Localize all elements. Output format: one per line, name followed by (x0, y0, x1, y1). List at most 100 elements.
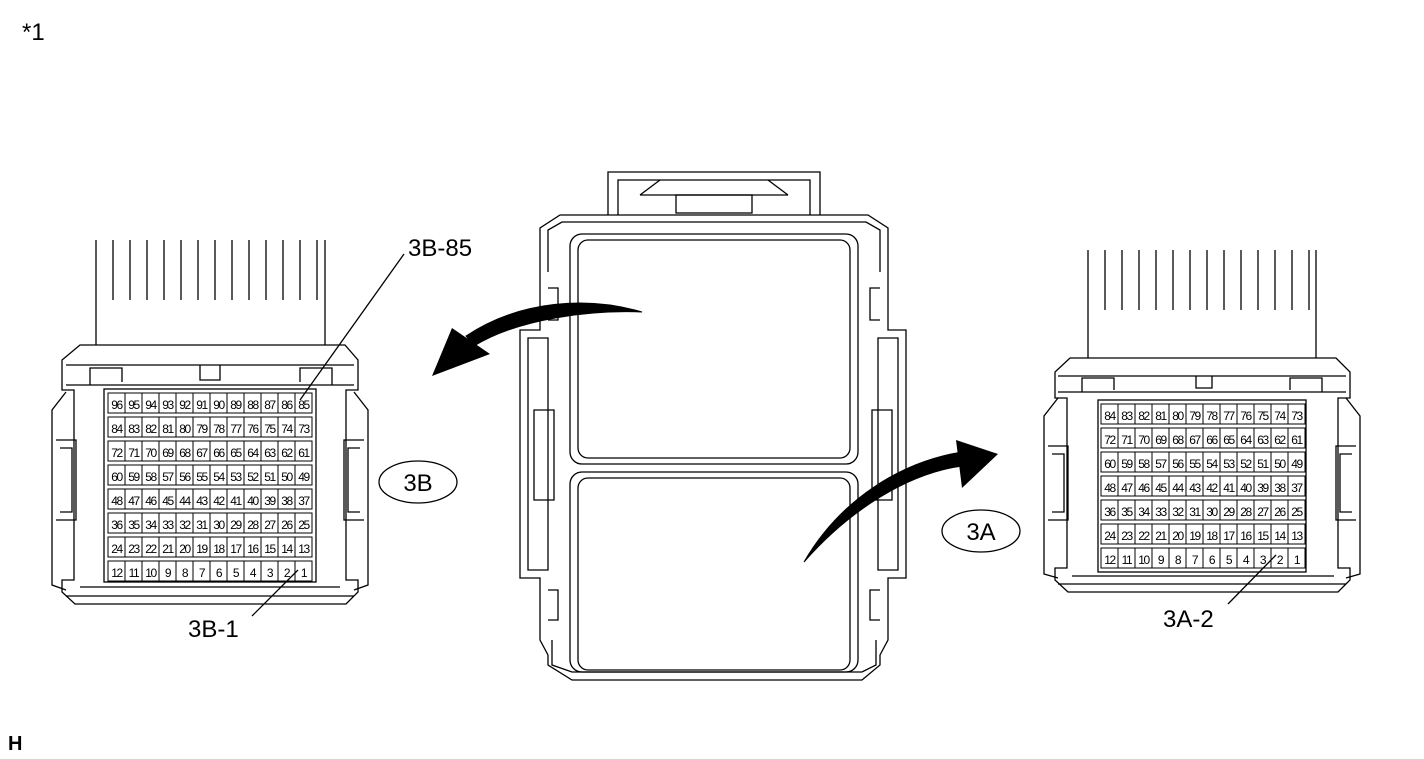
label-3b-1: 3B-1 (188, 616, 239, 643)
connector-3a-pin-cell (1287, 523, 1306, 545)
connector-3a-pin-number: 56 (1172, 457, 1184, 471)
connector-3b-pin-number: 52 (247, 470, 259, 484)
connector-3a-pin-number: 62 (1274, 433, 1286, 447)
connector-3a-pin-cell (1287, 547, 1306, 569)
connector-3a-pin-number: 25 (1291, 505, 1303, 519)
connector-3a-pin-number: 50 (1274, 457, 1286, 471)
connector-3a-pin-number: 22 (1138, 529, 1150, 543)
connector-3a-pin-number: 55 (1189, 457, 1201, 471)
connector-3a-pin-number: 58 (1138, 457, 1150, 471)
connector-3a-pin-number: 16 (1240, 529, 1252, 543)
connector-3a-pin-number: 38 (1274, 481, 1286, 495)
connector-3b-pin-number: 69 (162, 446, 174, 460)
connector-3a-pin-number: 26 (1274, 505, 1286, 519)
connector-3b-pin-number: 95 (128, 398, 140, 412)
connector-3b-ellipse (378, 460, 458, 504)
leader-3a-2 (1227, 554, 1277, 605)
connector-3a-wires (1087, 250, 1317, 358)
connector-3a-pin-number: 71 (1121, 433, 1133, 447)
connector-3b-pin-number: 64 (247, 446, 259, 460)
connector-3a-pin-number: 74 (1274, 409, 1286, 423)
connector-3b-pin-number: 53 (230, 470, 242, 484)
connector-3b-pin-number: 15 (264, 542, 276, 556)
connector-3a-pin-number: 8 (1175, 553, 1182, 567)
connector-3a-pin-number: 54 (1206, 457, 1218, 471)
connector-3b-pin-cell (294, 488, 313, 510)
connector-3a-pin-number: 24 (1104, 529, 1116, 543)
connector-3a-pin-number: 37 (1291, 481, 1303, 495)
connector-3a-pin-number: 61 (1291, 433, 1303, 447)
connector-3b-pin-number: 77 (230, 422, 242, 436)
connector-3b-pin-number: 34 (145, 518, 157, 532)
connector-3a-pin-number: 44 (1172, 481, 1184, 495)
connector-3a-pin-number: 45 (1155, 481, 1167, 495)
connector-3b-pin-number: 84 (111, 422, 123, 436)
connector-3b-pin-number: 2 (284, 566, 291, 580)
connector-3b-pin-number: 51 (264, 470, 276, 484)
connector-3a-pin-number: 48 (1104, 481, 1116, 495)
connector-3b-pin-cell (294, 512, 313, 534)
connector-3a-pin-number: 57 (1155, 457, 1167, 471)
connector-3a-pin-number: 70 (1138, 433, 1150, 447)
connector-3b-pin-number: 31 (196, 518, 208, 532)
connector-3a-pin-number: 2 (1277, 553, 1284, 567)
connector-3b-pin-number: 92 (179, 398, 191, 412)
label-3b-85: 3B-85 (408, 235, 472, 262)
leader-3b-85 (299, 253, 405, 401)
connector-3b-pin-number: 83 (128, 422, 140, 436)
connector-3a-pin-number: 23 (1121, 529, 1133, 543)
connector-3b-pin-number: 30 (213, 518, 225, 532)
connector-3a-pin-number: 49 (1291, 457, 1303, 471)
connector-3a-pin-number: 47 (1121, 481, 1133, 495)
connector-3b-pin-number: 47 (128, 494, 140, 508)
connector-3a-label: 3A (966, 519, 995, 546)
connector-3b-pin-number: 66 (213, 446, 225, 460)
connector-3b-pin-number: 67 (196, 446, 208, 460)
connector-3a-pin-number: 60 (1104, 457, 1116, 471)
leader-3b-1 (251, 569, 299, 617)
figure-mark: *1 (22, 19, 45, 46)
connector-3b-pin-number: 24 (111, 542, 123, 556)
connector-3b-pin-number: 46 (145, 494, 157, 508)
connector-3b-pin-number: 22 (145, 542, 157, 556)
connector-3a-pin-number: 14 (1274, 529, 1286, 543)
connector-3b-pin-number: 12 (111, 566, 123, 580)
connector-3a-pin-number: 12 (1104, 553, 1116, 567)
label-3a-2: 3A-2 (1163, 606, 1214, 633)
arrow-to-3a (803, 440, 998, 563)
connector-3a-pin-number: 52 (1240, 457, 1252, 471)
connector-3b-pin-number: 79 (196, 422, 208, 436)
connector-3b-pin-number: 65 (230, 446, 242, 460)
connector-3b-pin-number: 88 (247, 398, 259, 412)
connector-3b-pin-number: 11 (129, 566, 140, 580)
connector-3b-pin-number: 26 (281, 518, 293, 532)
connector-3b-pin-number: 82 (145, 422, 157, 436)
connector-3a-pin-number: 40 (1240, 481, 1252, 495)
connector-3a-pin-number: 53 (1223, 457, 1235, 471)
connector-3a-pin-number: 69 (1155, 433, 1167, 447)
connector-3a-pin-number: 64 (1240, 433, 1252, 447)
connector-3a-pin-number: 11 (1122, 553, 1133, 567)
connector-3b-pin-number: 93 (162, 398, 174, 412)
connector-3b-pin-cell (294, 464, 313, 486)
connector-3a-pin-number: 65 (1223, 433, 1235, 447)
connector-3b-pin-number: 3 (267, 566, 274, 580)
connector-3a-pin-number: 13 (1291, 529, 1303, 543)
connector-3a-pin-number: 46 (1138, 481, 1150, 495)
connector-3a-pin-number: 18 (1206, 529, 1218, 543)
arrow-to-3b (432, 302, 643, 376)
connector-3a-pin-number: 66 (1206, 433, 1218, 447)
connector-3b (51, 240, 369, 605)
connector-3b-pin-number: 68 (179, 446, 191, 460)
junction-block (519, 171, 907, 681)
connector-3b-pin-number: 10 (145, 566, 157, 580)
connector-3b-pin-number: 23 (128, 542, 140, 556)
connector-3a-pin-number: 82 (1138, 409, 1150, 423)
connector-3b-pin-number: 48 (111, 494, 123, 508)
connector-3b-pin-number: 4 (250, 566, 257, 580)
connector-3b-pin-number: 1 (301, 566, 308, 580)
connector-3b-pin-number: 61 (298, 446, 310, 460)
connector-3b-pin-number: 14 (281, 542, 293, 556)
connector-3b-pin-number: 57 (162, 470, 174, 484)
connector-3b-pin-number: 35 (128, 518, 140, 532)
